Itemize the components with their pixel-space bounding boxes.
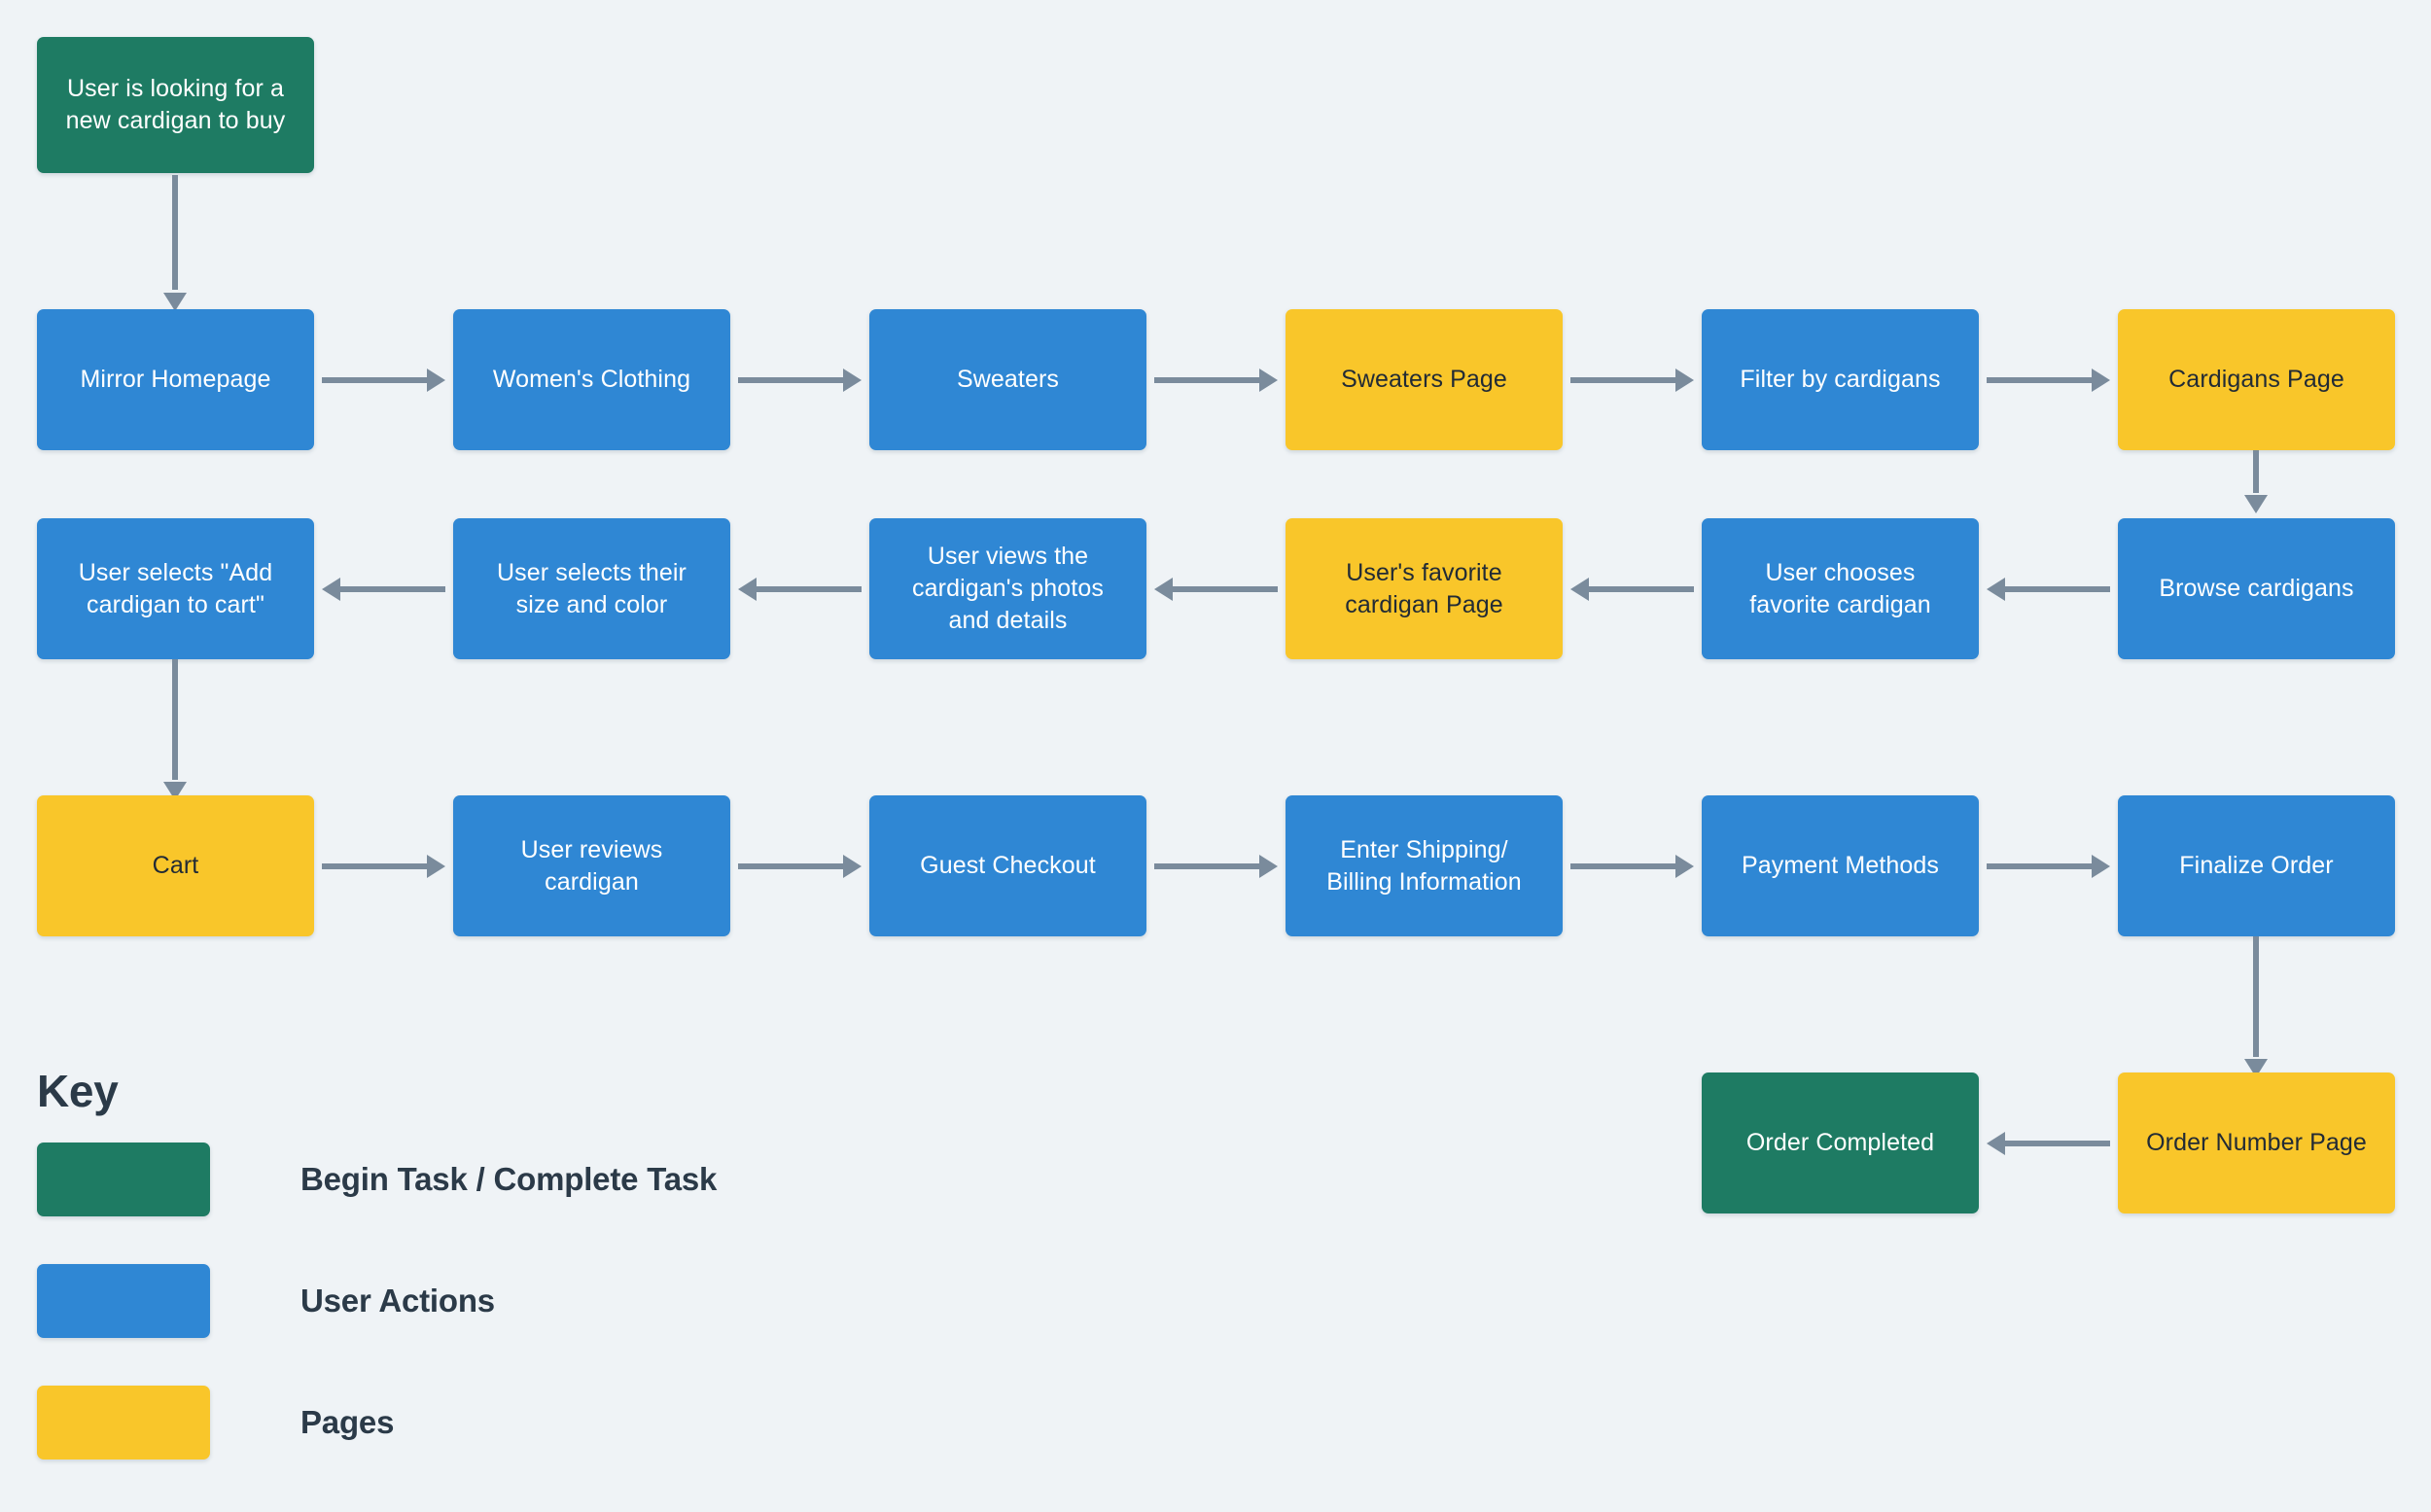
key-swatch-yellow bbox=[37, 1386, 210, 1459]
arrow-head-down-icon bbox=[2244, 495, 2268, 513]
connector-order-number-page-to-order-completed bbox=[1987, 1127, 2110, 1160]
flow-node-label: Cardigans Page bbox=[2168, 366, 2344, 393]
flow-node-mirror-homepage[interactable]: Mirror Homepage bbox=[37, 309, 314, 450]
arrow-head-right-icon bbox=[843, 369, 862, 392]
arrow-head-right-icon bbox=[2092, 369, 2110, 392]
flow-node-label: Order Completed bbox=[1745, 1129, 1935, 1156]
flow-node-label: User's favorite cardigan Page bbox=[1345, 558, 1503, 618]
connector-finalize-order-to-order-number-page bbox=[2237, 936, 2275, 1077]
connector-payment-methods-to-finalize-order bbox=[1987, 850, 2110, 883]
connector-user-chooses-favorite-cardigan-to-favorite-cardigan-page bbox=[1570, 573, 1694, 606]
arrow-head-left-icon bbox=[1987, 1132, 2005, 1155]
flow-node-user-views-photos[interactable]: User views the cardigan's photos and det… bbox=[869, 518, 1146, 659]
arrow-head-right-icon bbox=[1675, 855, 1694, 878]
flow-node-cardigans-page[interactable]: Cardigans Page bbox=[2118, 309, 2395, 450]
flow-node-shipping-billing[interactable]: Enter Shipping/ Billing Information bbox=[1286, 795, 1563, 936]
flow-node-finalize-order[interactable]: Finalize Order bbox=[2118, 795, 2395, 936]
flow-node-user-reviews-cardigan[interactable]: User reviews cardigan bbox=[453, 795, 730, 936]
key-label: Begin Task / Complete Task bbox=[300, 1161, 718, 1197]
flow-node-label: User is looking for a new cardigan to bu… bbox=[65, 75, 286, 134]
arrow-head-left-icon bbox=[1987, 578, 2005, 601]
connector-favorite-cardigan-page-to-user-views-photos bbox=[1154, 573, 1278, 606]
flow-node-label: User views the cardigan's photos and det… bbox=[912, 543, 1104, 634]
connector-size-and-color-to-add-cardigan-to-cart bbox=[322, 573, 445, 606]
connector-user-reviews-cardigan-to-guest-checkout bbox=[738, 850, 862, 883]
connector-womens-clothing-to-sweaters bbox=[738, 364, 862, 397]
key-item-begin-complete-task: Begin Task / Complete Task bbox=[37, 1143, 717, 1216]
flow-node-guest-checkout[interactable]: Guest Checkout bbox=[869, 795, 1146, 936]
flow-node-label: Browse cardigans bbox=[2159, 575, 2354, 602]
flow-node-label: Payment Methods bbox=[1742, 852, 1939, 879]
flow-node-user-chooses-favorite-cardigan[interactable]: User chooses favorite cardigan bbox=[1702, 518, 1979, 659]
arrow-head-right-icon bbox=[427, 855, 445, 878]
connector-mirror-homepage-to-womens-clothing bbox=[322, 364, 445, 397]
flow-node-filter-by-cardigans[interactable]: Filter by cardigans bbox=[1702, 309, 1979, 450]
key-label: Pages bbox=[300, 1404, 395, 1440]
connector-start-to-mirror-homepage bbox=[156, 175, 194, 311]
flow-node-browse-cardigans[interactable]: Browse cardigans bbox=[2118, 518, 2395, 659]
connector-filter-by-cardigans-to-cardigans-page bbox=[1987, 364, 2110, 397]
flow-node-label: Order Number Page bbox=[2146, 1129, 2367, 1156]
flow-node-sweaters[interactable]: Sweaters bbox=[869, 309, 1146, 450]
flow-node-sweaters-page[interactable]: Sweaters Page bbox=[1286, 309, 1563, 450]
flow-node-label: Filter by cardigans bbox=[1740, 366, 1941, 393]
flow-node-label: Mirror Homepage bbox=[80, 366, 271, 393]
arrow-head-right-icon bbox=[843, 855, 862, 878]
flow-node-label: Enter Shipping/ Billing Information bbox=[1326, 835, 1522, 896]
flow-node-label: Cart bbox=[152, 852, 199, 879]
key-swatch-green bbox=[37, 1143, 210, 1216]
key-title: Key bbox=[37, 1066, 119, 1116]
flow-node-size-and-color[interactable]: User selects their size and color bbox=[453, 518, 730, 659]
arrow-head-down-icon bbox=[163, 293, 187, 311]
arrow-head-left-icon bbox=[322, 578, 340, 601]
connector-shipping-billing-to-payment-methods bbox=[1570, 850, 1694, 883]
flow-node-start[interactable]: User is looking for a new cardigan to bu… bbox=[37, 37, 314, 173]
flow-node-order-number-page[interactable]: Order Number Page bbox=[2118, 1072, 2395, 1213]
flow-node-payment-methods[interactable]: Payment Methods bbox=[1702, 795, 1979, 936]
flow-node-label: Finalize Order bbox=[2179, 852, 2334, 879]
flow-node-label: Guest Checkout bbox=[920, 852, 1096, 879]
arrow-head-left-icon bbox=[738, 578, 757, 601]
flow-node-label: Sweaters bbox=[956, 366, 1059, 393]
key-item-pages: Pages bbox=[37, 1386, 717, 1459]
flow-node-womens-clothing[interactable]: Women's Clothing bbox=[453, 309, 730, 450]
flow-node-label: User chooses favorite cardigan bbox=[1749, 558, 1931, 618]
key-legend: Key Begin Task / Complete Task User Acti… bbox=[37, 1065, 717, 1507]
flow-node-label: Sweaters Page bbox=[1341, 366, 1507, 393]
flow-node-label: User reviews cardigan bbox=[520, 835, 663, 896]
arrow-head-left-icon bbox=[1154, 578, 1173, 601]
connector-add-cardigan-to-cart-to-cart bbox=[156, 659, 194, 800]
arrow-head-right-icon bbox=[427, 369, 445, 392]
connector-sweaters-page-to-filter-by-cardigans bbox=[1570, 364, 1694, 397]
arrow-head-left-icon bbox=[1570, 578, 1589, 601]
connector-user-views-photos-to-size-and-color bbox=[738, 573, 862, 606]
key-item-user-actions: User Actions bbox=[37, 1264, 717, 1338]
flow-node-add-cardigan-to-cart[interactable]: User selects "Add cardigan to cart" bbox=[37, 518, 314, 659]
arrow-head-right-icon bbox=[1259, 369, 1278, 392]
connector-sweaters-to-sweaters-page bbox=[1154, 364, 1278, 397]
flow-node-favorite-cardigan-page[interactable]: User's favorite cardigan Page bbox=[1286, 518, 1563, 659]
key-label: User Actions bbox=[300, 1283, 495, 1319]
connector-guest-checkout-to-shipping-billing bbox=[1154, 850, 1278, 883]
connector-cart-to-user-reviews-cardigan bbox=[322, 850, 445, 883]
flow-node-label: User selects their size and color bbox=[497, 558, 687, 618]
arrow-head-right-icon bbox=[1259, 855, 1278, 878]
flow-node-cart[interactable]: Cart bbox=[37, 795, 314, 936]
connector-cardigans-page-to-browse-cardigans bbox=[2237, 450, 2275, 513]
connector-browse-cardigans-to-user-chooses-favorite-cardigan bbox=[1987, 573, 2110, 606]
flow-node-label: User selects "Add cardigan to cart" bbox=[78, 558, 273, 618]
arrow-head-right-icon bbox=[1675, 369, 1694, 392]
flow-node-order-completed[interactable]: Order Completed bbox=[1702, 1072, 1979, 1213]
key-swatch-blue bbox=[37, 1264, 210, 1338]
flow-node-label: Women's Clothing bbox=[492, 366, 691, 393]
arrow-head-right-icon bbox=[2092, 855, 2110, 878]
